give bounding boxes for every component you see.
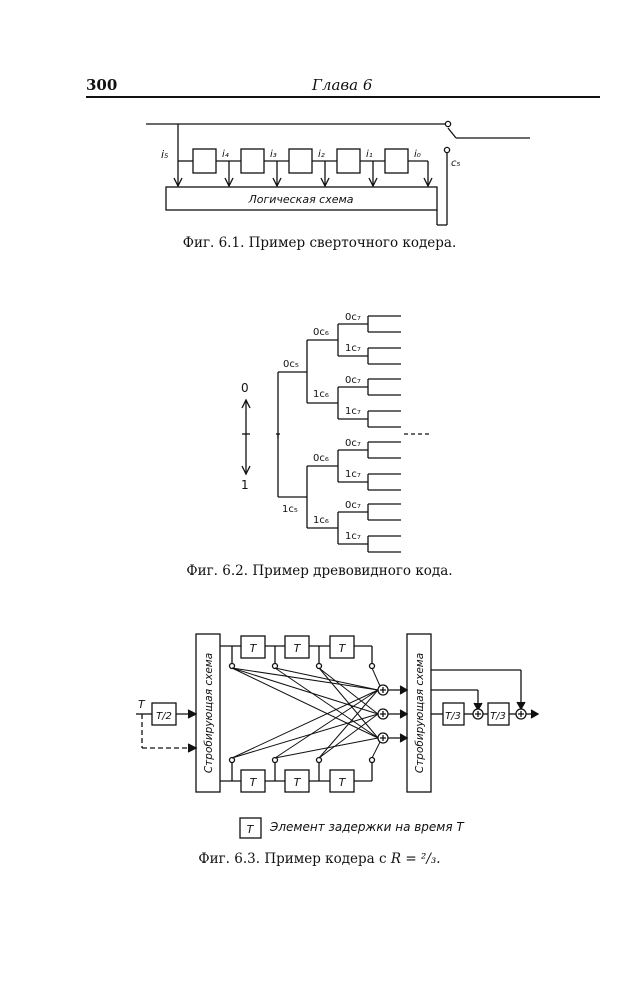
fig3-caption-text: Фиг. 6.3. Пример кодера с [198, 851, 391, 867]
fig2-label-1c6-a: 1c₆ [313, 389, 329, 400]
fig2-label-0c6-a: 0c₆ [313, 327, 329, 338]
fig3-delay-label-b3: T [339, 776, 347, 789]
fig2-label-1c7-d: 1c₇ [345, 531, 361, 542]
fig1-stage-label-1: i₃ [270, 149, 277, 160]
fig3-diagram [136, 633, 540, 839]
fig3-strobe-left [195, 633, 221, 793]
chapter-title: Глава 6 [312, 76, 373, 94]
fig2-label-0c7-c: 0c₇ [345, 438, 361, 449]
fig2-label-1c7-a: 1c₇ [345, 343, 361, 354]
fig3-strobe-left-label: Стробирующая схема [203, 653, 215, 773]
fig2-label-1c7-b: 1c₇ [345, 406, 361, 417]
fig3-legend-text: Элемент задержки на время T [270, 820, 464, 834]
fig2-axis-bottom-label: 1 [241, 478, 249, 492]
fig1-stage-label-2: i₂ [318, 149, 325, 160]
fig2-label-0c5: 0c₅ [283, 359, 299, 370]
fig2-label-0c7-a: 0c₇ [345, 312, 361, 323]
fig1-stage-label-0: i₄ [222, 149, 229, 160]
fig3-delay-label-b2: T [294, 776, 302, 789]
fig3-delay-top-1 [240, 635, 266, 659]
fig1-stage-label-4: i₀ [414, 149, 421, 160]
fig2-level7-branches [338, 323, 368, 545]
fig2-label-0c7-b: 0c₇ [345, 375, 361, 386]
fig2-axis-arrow-down [241, 465, 251, 476]
fig3-delay-label-t3: T [339, 642, 347, 655]
fig1-diagram [146, 120, 530, 226]
fig1-delay-cell-1 [192, 148, 217, 174]
fig1-logic-block [165, 186, 438, 211]
fig2-label-1c5: 1c₅ [282, 504, 298, 515]
fig2-label-1c6-b: 1c₆ [313, 515, 329, 526]
fig3-legend-box-label: T [247, 823, 255, 836]
fig3-third-delay-label-2: T/3 [490, 711, 506, 722]
fig2-label-0c7-d: 0c₇ [345, 500, 361, 511]
header-rule [86, 96, 600, 98]
fig1-caption: Фиг. 6.1. Пример сверточного кодера. [182, 235, 457, 251]
fig3-half-delay-label: T/2 [156, 711, 172, 722]
fig1-switch-blade [447, 127, 457, 139]
fig3-delay-label-b1: T [250, 776, 258, 789]
fig2-label-0c6-b: 0c₆ [313, 453, 329, 464]
fig3-third-delay-label-1: T/3 [445, 711, 461, 722]
fig2-leaves [367, 315, 401, 553]
fig1-switch-contact-bottom [443, 146, 451, 154]
fig1-output-label: c₅ [451, 158, 461, 169]
fig3-legend-box [239, 817, 262, 839]
fig2-axis-top-label: 0 [241, 381, 249, 395]
fig1-stage-label-3: i₁ [366, 149, 373, 160]
page-number: 300 [86, 76, 118, 94]
fig3-input-label: T [138, 698, 146, 711]
fig1-input-label: i₅ [161, 148, 168, 161]
fig3-crossing-lines [231, 667, 381, 759]
fig1-delay-cell-2 [240, 148, 265, 174]
fig3-delay-label-t1: T [250, 642, 258, 655]
fig3-delay-label-t2: T [294, 642, 302, 655]
fig3-strobe-right-label: Стробирующая схема [414, 653, 426, 773]
fig2-axis-arrow-up [241, 398, 251, 409]
fig2-tree [241, 315, 430, 553]
fig3-delay-top-3 [329, 635, 355, 659]
fig1-delay-cell-3 [288, 148, 313, 174]
fig3-strobe-right [406, 633, 432, 793]
fig1-delay-cell-5 [384, 148, 409, 174]
fig2-label-1c7-c: 1c₇ [345, 469, 361, 480]
fig1-delay-cell-4 [336, 148, 361, 174]
fig2-caption: Фиг. 6.2. Пример древовидного кода. [186, 563, 453, 579]
page-header: 300 Глава 6 [86, 74, 600, 100]
fig3-caption: Фиг. 6.3. Пример кодера с R = ²/₃. [0, 851, 639, 867]
fig3-caption-math: R = ²/₃. [390, 851, 441, 867]
fig3-delay-top-2 [284, 635, 310, 659]
fig1-switch-contact-top [444, 120, 452, 128]
fig1-logic-label: Логическая схема [247, 193, 353, 206]
